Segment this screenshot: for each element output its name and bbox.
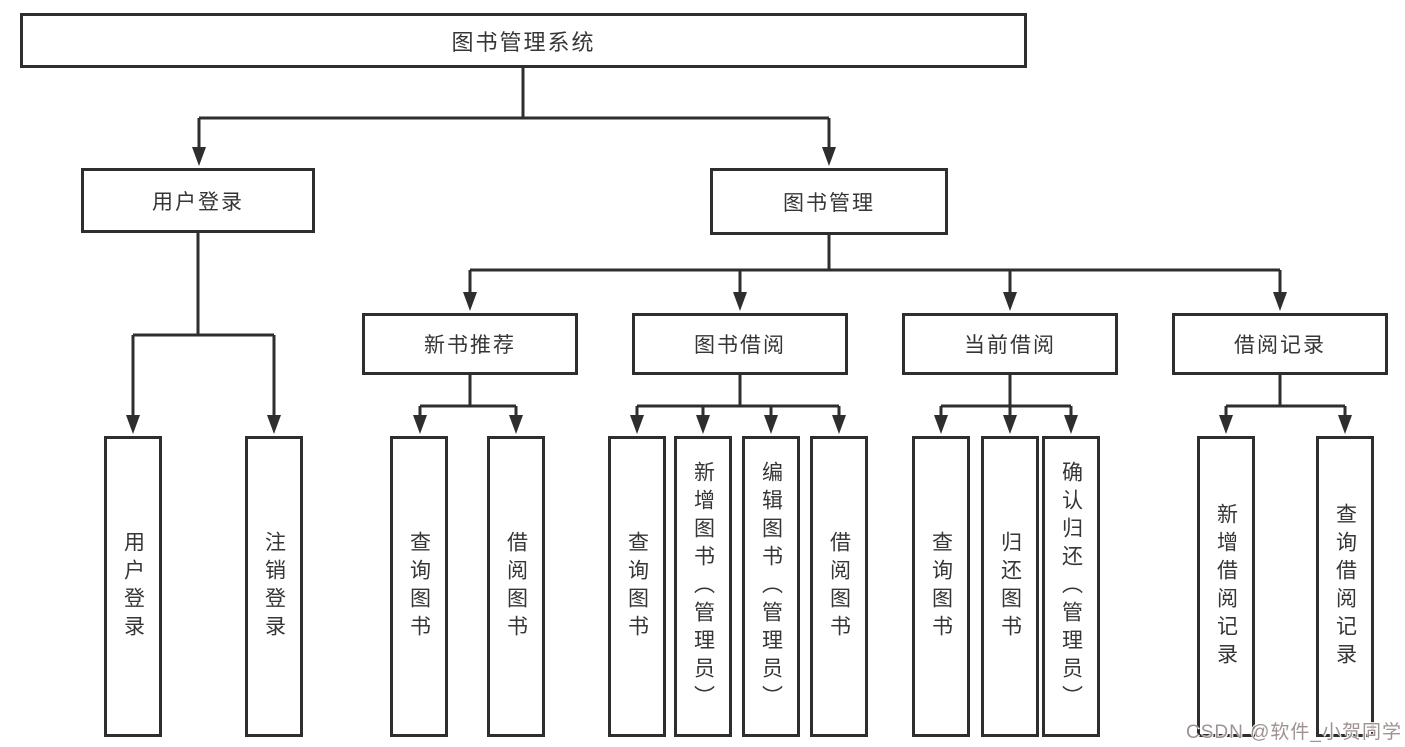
leaf-query-books-current: 查询图书	[912, 436, 970, 737]
arrow-down-icon	[764, 415, 778, 434]
arrowheads	[126, 147, 1352, 434]
arrow-down-icon	[192, 147, 206, 166]
node-label: 当前借阅	[964, 334, 1056, 357]
node-current-borrowing: 当前借阅	[902, 313, 1118, 375]
leaf-query-books-recommend: 查询图书	[390, 436, 448, 737]
arrow-down-icon	[1219, 415, 1233, 434]
node-book-management: 图书管理	[710, 168, 948, 235]
node-label: 注销登录	[262, 530, 286, 643]
node-label: 图书借阅	[694, 334, 786, 357]
node-label: 查询图书	[407, 530, 431, 643]
connector-book-management-children	[468, 235, 1282, 295]
connector-root-to-level2	[197, 68, 831, 152]
node-new-book-recommendation: 新书推荐	[362, 313, 578, 375]
node-label: 确认归还（管理员）	[1059, 460, 1083, 713]
arrow-down-icon	[463, 292, 477, 311]
node-system-root: 图书管理系统	[20, 13, 1027, 68]
connector-new-book-children	[418, 375, 518, 420]
node-borrowing-records: 借阅记录	[1172, 313, 1388, 375]
leaf-edit-book-admin: 编辑图书（管理员）	[742, 436, 800, 737]
node-label: 图书管理	[783, 191, 875, 215]
node-label: 归还图书	[998, 530, 1022, 643]
connector-borrowing-records-children	[1224, 375, 1347, 420]
leaf-query-books-borrowing: 查询图书	[608, 436, 666, 737]
arrow-down-icon	[733, 292, 747, 311]
leaf-query-borrow-record: 查询借阅记录	[1316, 436, 1374, 737]
node-book-borrowing: 图书借阅	[632, 313, 848, 375]
arrow-down-icon	[413, 415, 427, 434]
leaf-add-borrow-record: 新增借阅记录	[1197, 436, 1255, 737]
arrow-down-icon	[1003, 292, 1017, 311]
node-label: 借阅记录	[1234, 334, 1326, 357]
node-label: 查询图书	[929, 530, 953, 643]
arrow-down-icon	[630, 415, 644, 434]
arrow-down-icon	[832, 415, 846, 434]
leaf-logout: 注销登录	[245, 436, 303, 737]
node-label: 新增借阅记录	[1214, 502, 1238, 671]
node-label: 编辑图书（管理员）	[759, 460, 783, 713]
leaf-borrow-books: 借阅图书	[810, 436, 868, 737]
arrow-down-icon	[822, 147, 836, 166]
node-label: 新增图书（管理员）	[691, 460, 715, 713]
node-label: 借阅图书	[827, 530, 851, 643]
leaf-add-book-admin: 新增图书（管理员）	[674, 436, 732, 737]
leaf-borrow-books-recommend: 借阅图书	[487, 436, 545, 737]
arrow-down-icon	[1003, 415, 1017, 434]
arrow-down-icon	[267, 415, 281, 434]
arrow-down-icon	[1338, 415, 1352, 434]
node-label: 新书推荐	[424, 334, 516, 357]
node-label: 查询图书	[625, 530, 649, 643]
leaf-user-login: 用户登录	[104, 436, 162, 737]
arrow-down-icon	[509, 415, 523, 434]
connector-current-borrowing-children	[939, 375, 1073, 420]
arrow-down-icon	[1064, 415, 1078, 434]
leaf-confirm-return-admin: 确认归还（管理员）	[1042, 436, 1100, 737]
node-label: 借阅图书	[504, 530, 528, 643]
arrow-down-icon	[934, 415, 948, 434]
node-label: 图书管理系统	[451, 29, 596, 55]
arrow-down-icon	[126, 415, 140, 434]
node-label: 用户登录	[152, 190, 244, 214]
node-user-login: 用户登录	[81, 168, 315, 233]
node-label: 查询借阅记录	[1333, 502, 1357, 671]
watermark: CSDN @软件_小贺同学	[1186, 722, 1402, 743]
connector-book-borrowing-children	[635, 375, 841, 420]
arrow-down-icon	[696, 415, 710, 434]
arrow-down-icon	[1273, 292, 1287, 311]
connector-user-login-children	[131, 233, 276, 420]
node-label: 用户登录	[121, 530, 145, 643]
leaf-return-books: 归还图书	[981, 436, 1039, 737]
